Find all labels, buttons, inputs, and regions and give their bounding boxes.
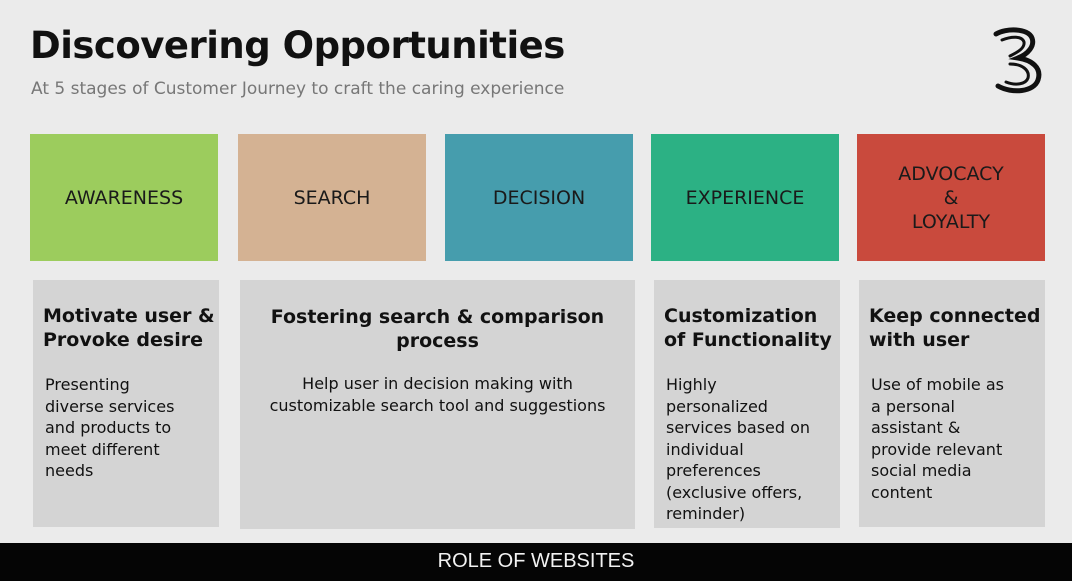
card-body: Use of mobile as a personal assistant & … — [871, 375, 1004, 502]
card-heading: Fostering search & comparison process — [270, 306, 605, 352]
footer-label: ROLE OF WEBSITES — [437, 550, 635, 572]
stage-experience: EXPERIENCE — [651, 134, 839, 261]
stage-decision-label: DECISION — [492, 186, 586, 209]
stage-ampersand-label: & — [943, 186, 959, 209]
page-title: Discovering Opportunities — [30, 24, 565, 67]
three-logo-icon — [993, 27, 1042, 94]
stage-awareness-label: AWARENESS — [64, 186, 184, 209]
page-subtitle: At 5 stages of Customer Journey to craft… — [31, 79, 565, 99]
card-body: Highly personalized services based on in… — [666, 375, 811, 523]
card-body: Help user in decision making with custom… — [269, 374, 606, 415]
stage-experience-label: EXPERIENCE — [685, 186, 805, 209]
card-awareness: Motivate user & Provoke desire Presentin… — [33, 280, 219, 527]
stage-loyalty-label: LOYALTY — [911, 210, 991, 233]
stage-decision: DECISION — [445, 134, 633, 261]
card-experience: Customization of Functionality Highly pe… — [654, 280, 840, 528]
stage-search-label: SEARCH — [293, 186, 371, 209]
stage-advocacy-label: ADVOCACY — [898, 162, 1004, 185]
card-advocacy: Keep connected with user Use of mobile a… — [859, 280, 1045, 527]
card-body: Presenting diverse services and products… — [45, 375, 175, 480]
card-heading: Motivate user & Provoke desire — [43, 305, 215, 351]
card-heading: Customization of Functionality — [664, 305, 832, 351]
footer-banner: ROLE OF WEBSITES — [0, 543, 1072, 581]
stage-advocacy-loyalty: ADVOCACY & LOYALTY — [857, 134, 1045, 261]
card-search-decision: Fostering search & comparison process He… — [240, 280, 635, 529]
card-heading: Keep connected with user — [869, 305, 1041, 351]
stage-awareness: AWARENESS — [30, 134, 218, 261]
stage-search: SEARCH — [238, 134, 426, 261]
